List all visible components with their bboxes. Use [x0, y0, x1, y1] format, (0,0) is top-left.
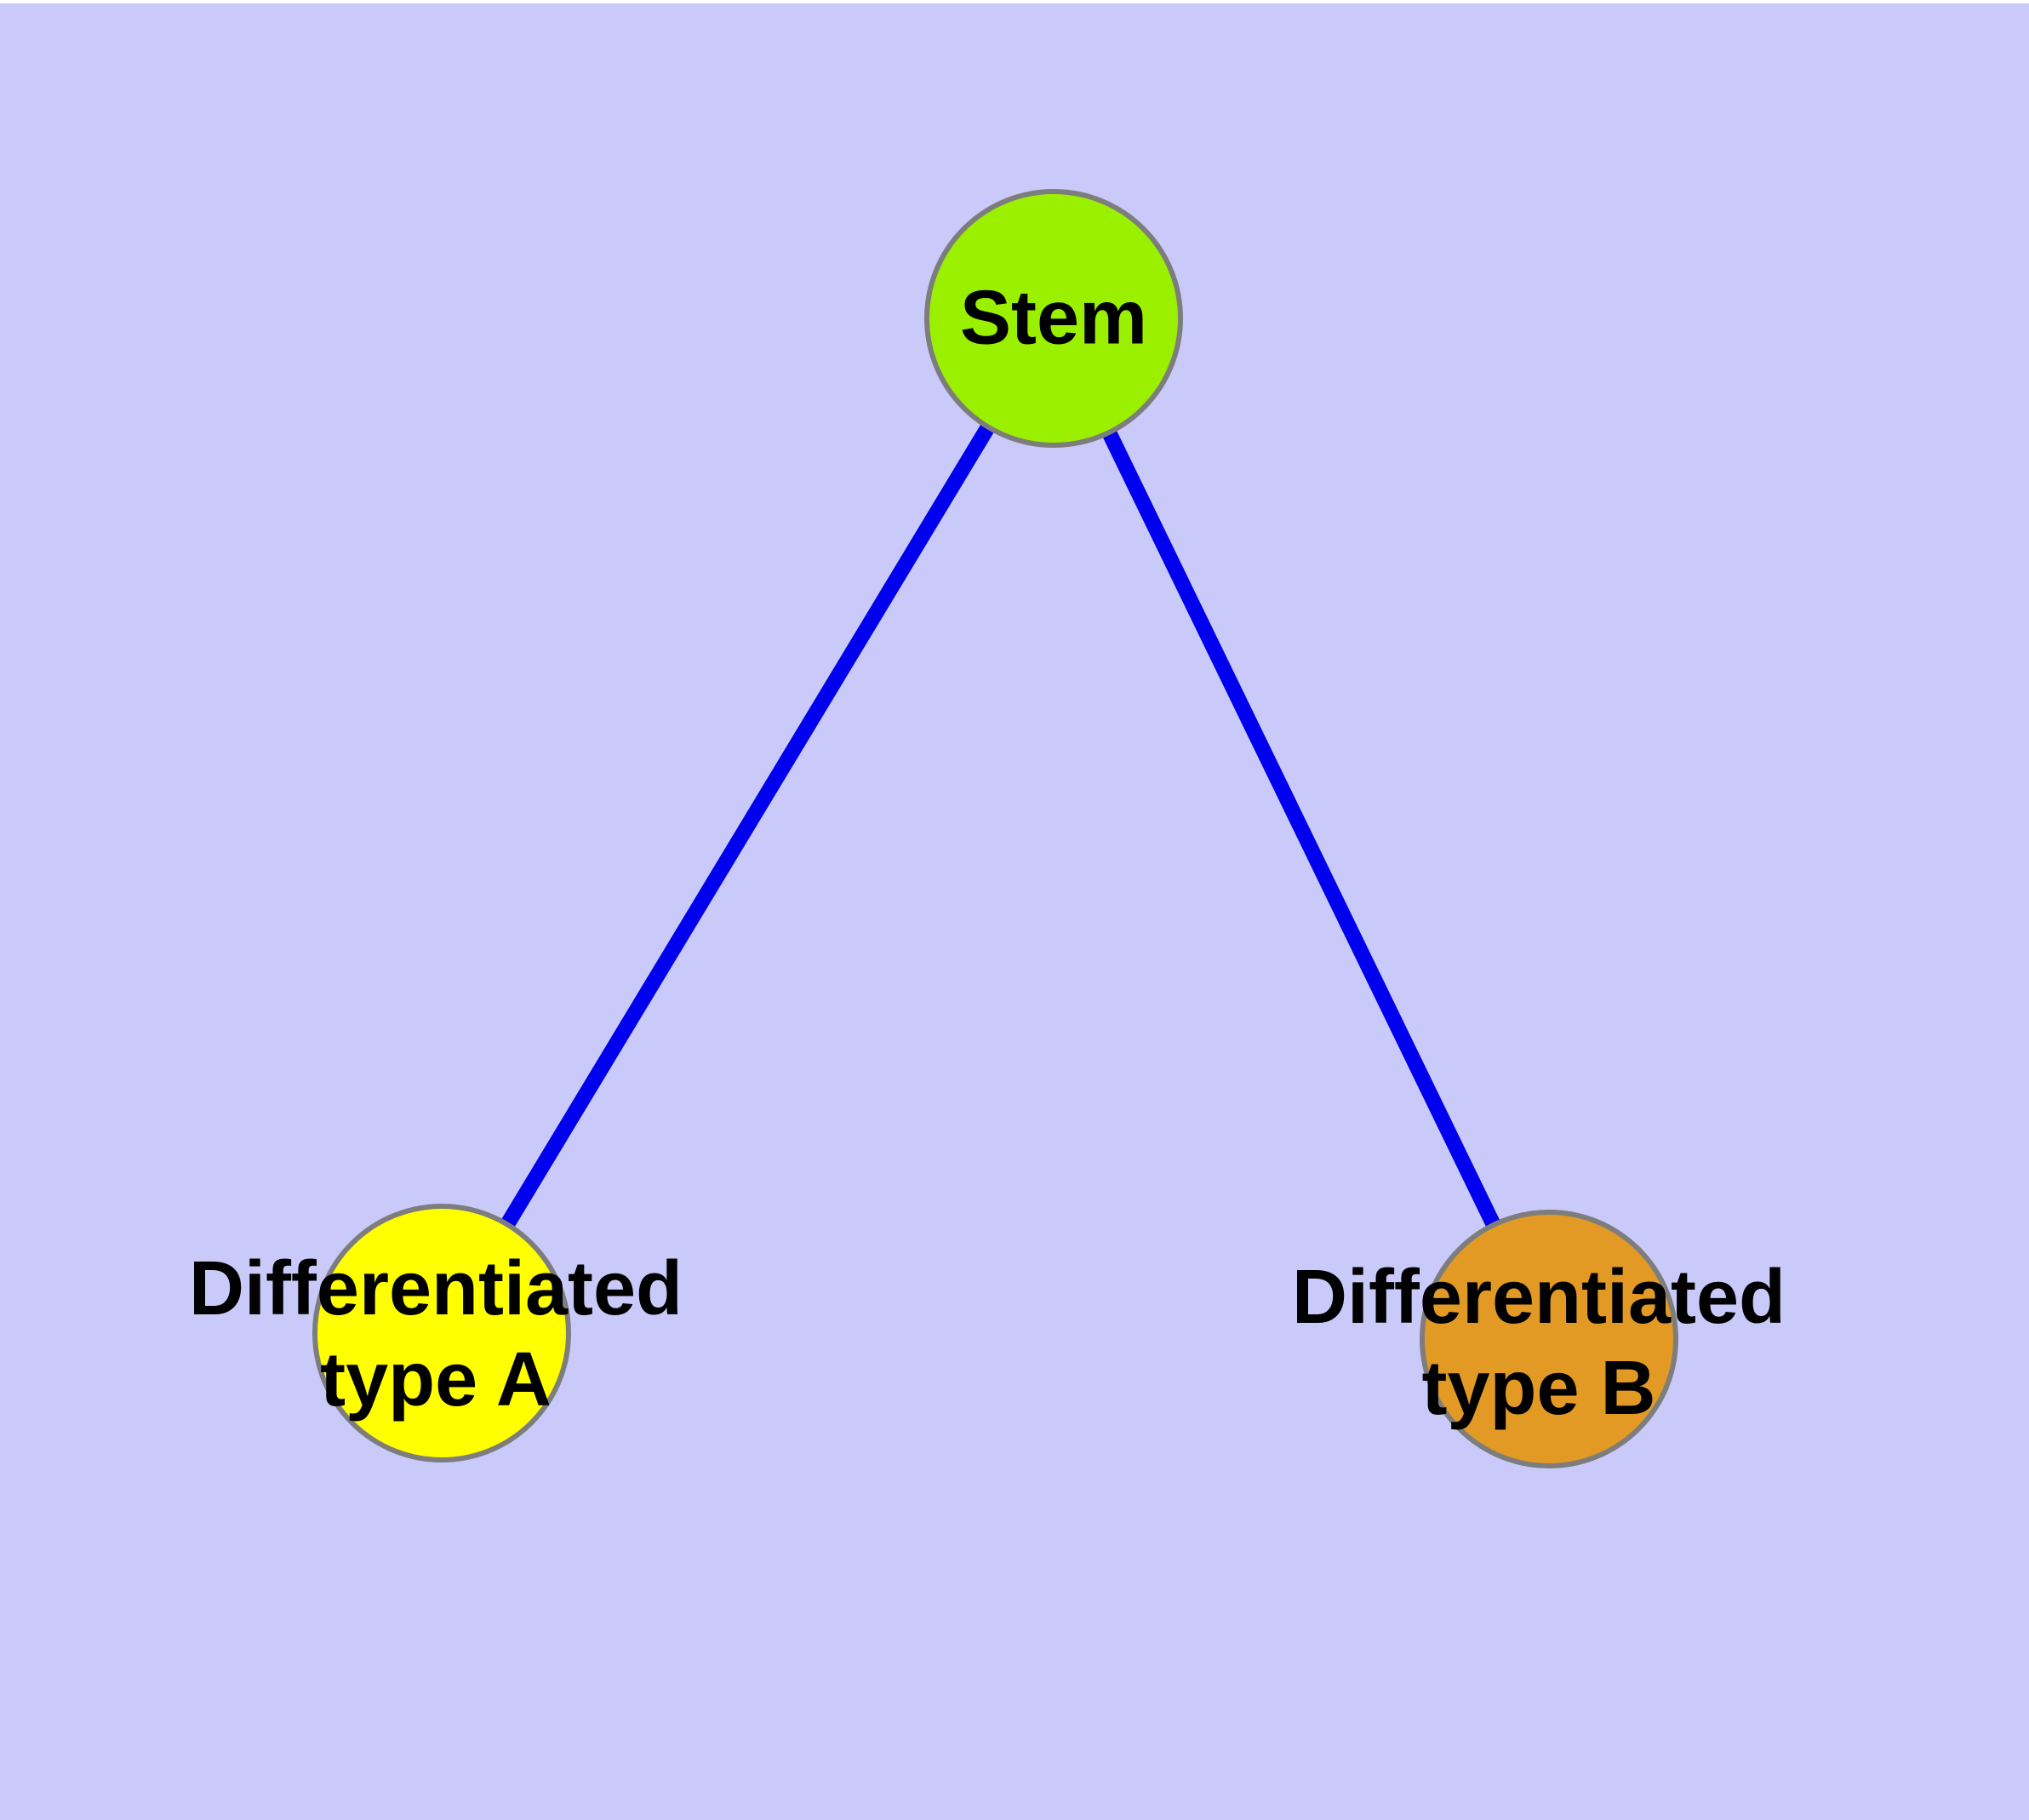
- image-top-border: [0, 0, 2029, 3]
- edge-stem-to-type-b: [1046, 315, 1557, 1342]
- edge-stem-to-type-a: [435, 314, 1060, 1337]
- node-differentiated-type-a: [312, 1204, 571, 1462]
- node-stem: [924, 189, 1183, 448]
- node-differentiated-type-b: [1420, 1210, 1678, 1468]
